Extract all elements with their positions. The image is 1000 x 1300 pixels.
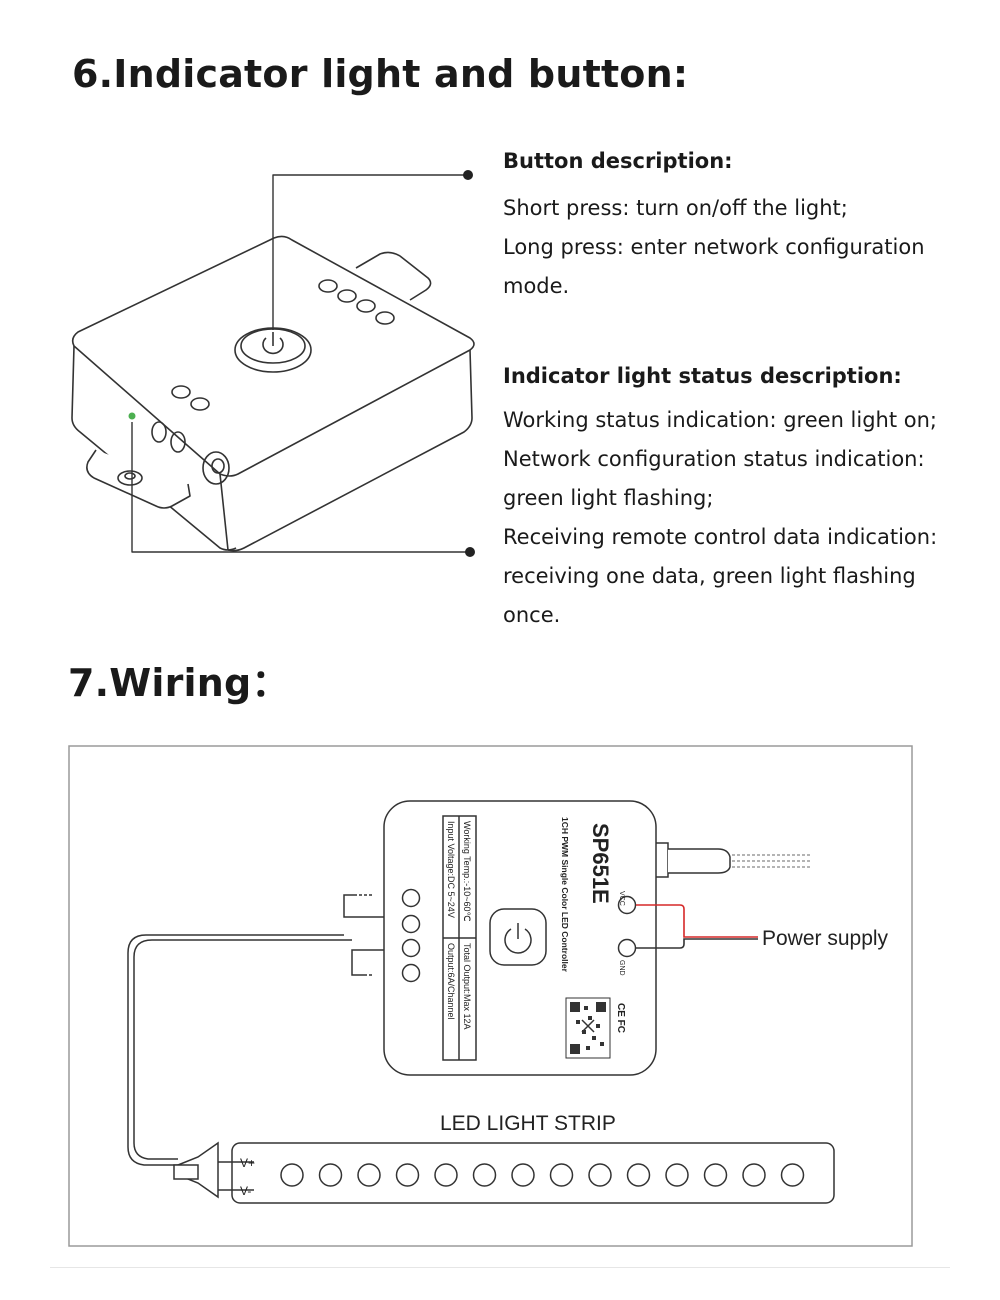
indicator-led <box>128 412 136 420</box>
strip-vminus-label: V- <box>240 1184 251 1198</box>
vcc-wire <box>636 904 758 938</box>
spec-input: Input Voltage:DC 5~24V <box>446 821 456 918</box>
gnd-wire <box>636 938 758 949</box>
indicator-description-heading: Indicator light status description: <box>503 364 902 388</box>
wiring-diagram: SP651E 1CH PWM Single Color LED Controll… <box>68 745 913 1247</box>
led-dot <box>626 1163 651 1187</box>
button-description-line: Long press: enter network configuration <box>503 235 925 259</box>
led-strip-body <box>231 1142 835 1204</box>
led-dot <box>472 1163 497 1187</box>
controller-body <box>383 800 657 1076</box>
button-description-line: mode. <box>503 274 570 298</box>
indicator-description-line: once. <box>503 603 561 627</box>
led-dot <box>395 1163 420 1187</box>
button-description-line: Short press: turn on/off the light; <box>503 196 848 220</box>
led-dot <box>665 1163 689 1187</box>
wiring-frame <box>68 745 913 1247</box>
indicator-description-line: Receiving remote control data indication… <box>503 525 938 549</box>
cert-marks: CE FC <box>615 1003 626 1033</box>
gnd-label: GND <box>618 960 625 976</box>
led-dot <box>588 1163 612 1187</box>
led-dot <box>357 1163 381 1187</box>
power-supply-label: Power supply <box>762 927 889 950</box>
led-dot <box>318 1163 343 1187</box>
led-strip-label: LED LIGHT STRIP <box>440 1112 616 1135</box>
controller-isometric-illustration <box>71 170 475 557</box>
indicator-description-line: green light flashing; <box>503 486 714 510</box>
led-dot <box>511 1163 535 1187</box>
led-dot <box>434 1163 458 1187</box>
spec-output: Output:6A/Channel <box>446 943 456 1020</box>
button-description-heading: Button description: <box>503 149 733 173</box>
qr-code <box>565 997 611 1059</box>
indicator-description-line: Working status indication: green light o… <box>503 408 938 432</box>
led-dot <box>780 1163 805 1187</box>
model-subtitle: 1CH PWM Single Color LED Controller <box>560 817 570 973</box>
model-label: SP651E <box>588 823 613 904</box>
indicator-description-line: receiving one data, green light flashing <box>503 564 916 588</box>
indicator-description: Indicator light status description: Work… <box>503 357 973 635</box>
section-6-title: 6.Indicator light and button: <box>72 52 689 96</box>
vcc-label: VCC <box>618 891 625 906</box>
spec-total: Total Output:Max 12A <box>462 943 472 1030</box>
indicator-description-line: Network configuration status indication: <box>503 447 925 471</box>
section-7-title: 7.Wiring： <box>68 661 290 705</box>
spec-temp: Working Temp.:-10~60℃ <box>462 821 472 922</box>
led-dot <box>703 1163 728 1187</box>
led-dot <box>280 1163 304 1187</box>
led-dot <box>742 1163 766 1187</box>
strip-vplus-label: V+ <box>240 1156 255 1170</box>
button-description: Button description: Short press: turn on… <box>503 142 973 306</box>
bottom-divider <box>50 1267 950 1268</box>
led-dot <box>549 1163 574 1187</box>
